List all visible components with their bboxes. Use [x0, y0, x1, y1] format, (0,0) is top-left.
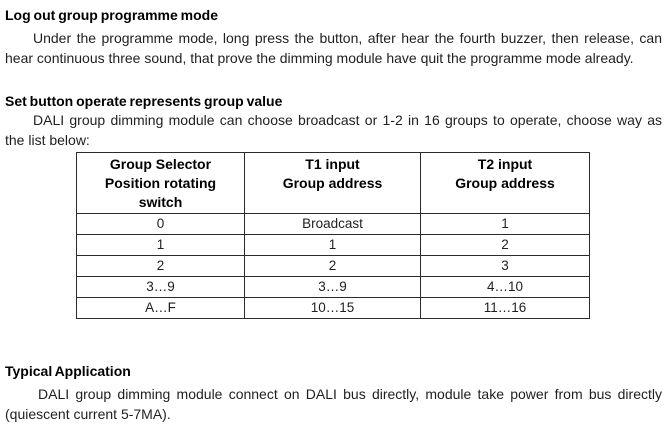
table-cell-t1: 3…9: [244, 276, 421, 298]
table-header-line: Group address: [282, 175, 383, 191]
section-heading-set-button-group-value: Set button operate represents group valu…: [5, 93, 283, 109]
table-header-cell-t2-input: T2 input Group address: [420, 152, 590, 214]
table-header-line: Position rotating: [104, 175, 217, 191]
table-header-row: Group Selector Position rotating switch …: [76, 152, 590, 214]
table-cell-selector: A…F: [76, 297, 245, 319]
group-value-table: Group Selector Position rotating switch …: [76, 152, 590, 319]
table-cell-t2: 3: [420, 255, 590, 277]
table-header-line: switch: [138, 194, 183, 210]
table-header-cell-t1-input: T1 input Group address: [244, 152, 421, 214]
paragraph-set-button-group-value: DALI group dimming module can choose bro…: [5, 112, 662, 148]
table-row: 0 Broadcast 1: [76, 213, 590, 235]
table-header-line: Group address: [455, 175, 555, 191]
section-heading-log-out-programme-mode: Log out group programme mode: [5, 7, 218, 23]
paragraph-log-out-programme-mode: Under the programme mode, long press the…: [5, 30, 662, 66]
table-cell-t2: 11…16: [420, 297, 590, 319]
table-cell-t2: 1: [420, 213, 590, 235]
table-row: 3…9 3…9 4…10: [76, 276, 590, 298]
group-value-table-head: Group Selector Position rotating switch …: [76, 152, 590, 214]
table-header-line: Group Selector: [109, 156, 212, 172]
table-row: 1 1 2: [76, 234, 590, 256]
table-cell-selector: 0: [76, 213, 245, 235]
table-cell-t2: 4…10: [420, 276, 590, 298]
paragraph-typical-application: DALI group dimming module connect on DAL…: [5, 386, 662, 422]
section-heading-typical-application: Typical Application: [5, 363, 131, 379]
table-header-cell-group-selector: Group Selector Position rotating switch: [76, 152, 245, 214]
group-value-table-body: 0 Broadcast 1 1 1 2 2 2 3 3…9 3…9 4…10 A…: [76, 213, 590, 319]
table-cell-t2: 2: [420, 234, 590, 256]
table-row: 2 2 3: [76, 255, 590, 277]
table-cell-t1: 10…15: [244, 297, 421, 319]
table-header-line: T2 input: [477, 156, 533, 172]
table-cell-t1: Broadcast: [244, 213, 421, 235]
table-cell-selector: 3…9: [76, 276, 245, 298]
table-cell-selector: 1: [76, 234, 245, 256]
table-row: A…F 10…15 11…16: [76, 297, 590, 319]
table-cell-t1: 1: [244, 234, 421, 256]
table-header-line: T1 input: [305, 156, 360, 172]
table-cell-t1: 2: [244, 255, 421, 277]
table-cell-selector: 2: [76, 255, 245, 277]
